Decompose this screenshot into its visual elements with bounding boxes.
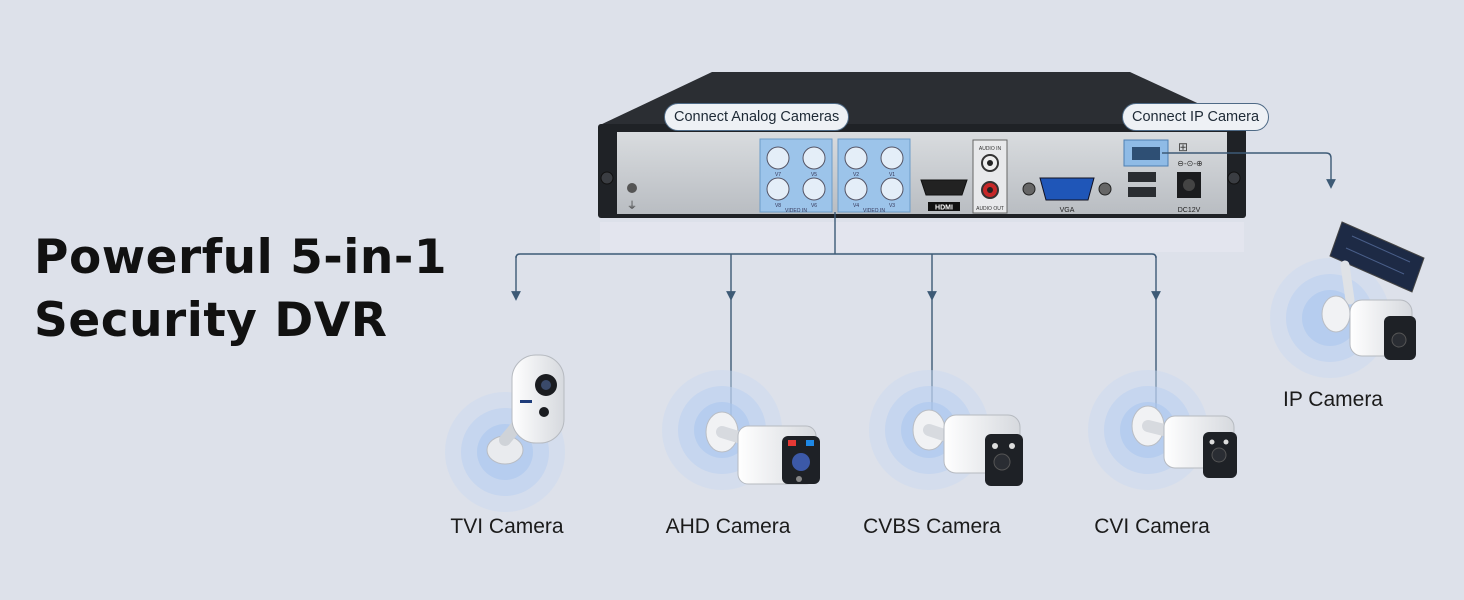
video-in-label: VIDEO IN <box>785 208 807 214</box>
bnc-port-label: V5 <box>811 172 817 178</box>
bnc-port-label: V7 <box>775 172 781 178</box>
bnc-port-icon <box>766 146 790 170</box>
signal-rings <box>445 258 1390 512</box>
vga-label: VGA <box>1060 207 1075 214</box>
headline-line-1: Powerful 5-in-1 <box>34 230 448 285</box>
ip-camera-label: IP Camera <box>1283 388 1383 411</box>
connector-line-ip <box>1162 152 1336 189</box>
cvbs-camera-label: CVBS Camera <box>863 515 1001 538</box>
bnc-port-label: V3 <box>889 203 895 209</box>
connector-line-bus <box>515 253 1157 259</box>
ground-symbol-icon: ⏚ <box>627 200 637 212</box>
ground-screw-icon <box>627 183 637 193</box>
bnc-port-label: V8 <box>775 203 781 209</box>
bnc-port-icon <box>844 146 868 170</box>
bnc-port-label: V6 <box>811 203 817 209</box>
ip-ports: ⊞ ⊖-⊙-⊕ DC12V <box>1123 139 1203 214</box>
bnc-port-icon <box>802 177 826 201</box>
usb-port-icon <box>1128 187 1156 197</box>
network-icon: ⊞ <box>1178 140 1188 154</box>
ip-camera-icon <box>1321 221 1425 360</box>
hdmi-label: HDMI <box>935 205 953 212</box>
bnc-port-label: V2 <box>853 172 859 178</box>
connect-ip-camera-callout: Connect IP Camera <box>1122 103 1270 131</box>
audio-in-label: AUDIO IN <box>979 146 1002 152</box>
audio-out-label: AUDIO OUT <box>976 206 1004 212</box>
vga-port: VGA <box>1022 177 1112 214</box>
bnc-port-icon <box>766 177 790 201</box>
screw-icon <box>600 171 614 185</box>
bnc-port-label: V1 <box>889 172 895 178</box>
bnc-port-group-2: V2 V1 V4 V3 VIDEO IN <box>837 138 911 214</box>
ahd-camera-icon <box>705 411 820 485</box>
tvi-camera-label: TVI Camera <box>450 515 564 538</box>
bnc-port-icon <box>880 146 904 170</box>
bnc-port-icon <box>880 177 904 201</box>
ahd-camera-label: AHD Camera <box>665 515 791 538</box>
connect-analog-cameras-callout: Connect Analog Cameras <box>664 103 850 131</box>
dvr-unit: ⏚ V7 V5 V8 V6 VIDEO IN V2 V1 V4 V3 VIDEO… <box>598 72 1246 252</box>
dvr-reflection <box>600 222 1244 252</box>
audio-ports: AUDIO IN AUDIO OUT <box>972 139 1008 214</box>
cvi-camera-icon <box>1131 405 1237 478</box>
dc-polarity-icon: ⊖-⊙-⊕ <box>1177 159 1202 168</box>
hdmi-port: HDMI <box>920 179 968 212</box>
cvbs-camera-icon <box>912 409 1023 486</box>
bnc-port-group-1: V7 V5 V8 V6 VIDEO IN <box>759 138 833 214</box>
headline: Powerful 5-in-1 Security DVR <box>34 226 447 352</box>
screw-icon <box>1227 171 1241 185</box>
bnc-port-icon <box>802 146 826 170</box>
bnc-port-label: V4 <box>853 203 859 209</box>
video-in-label: VIDEO IN <box>863 208 885 214</box>
cvi-camera-label: CVI Camera <box>1094 515 1210 538</box>
headline-line-2: Security DVR <box>34 293 388 348</box>
usb-port-icon <box>1128 172 1156 182</box>
bnc-port-icon <box>844 177 868 201</box>
dc-label: DC12V <box>1178 207 1201 214</box>
tvi-camera-icon <box>486 354 565 465</box>
